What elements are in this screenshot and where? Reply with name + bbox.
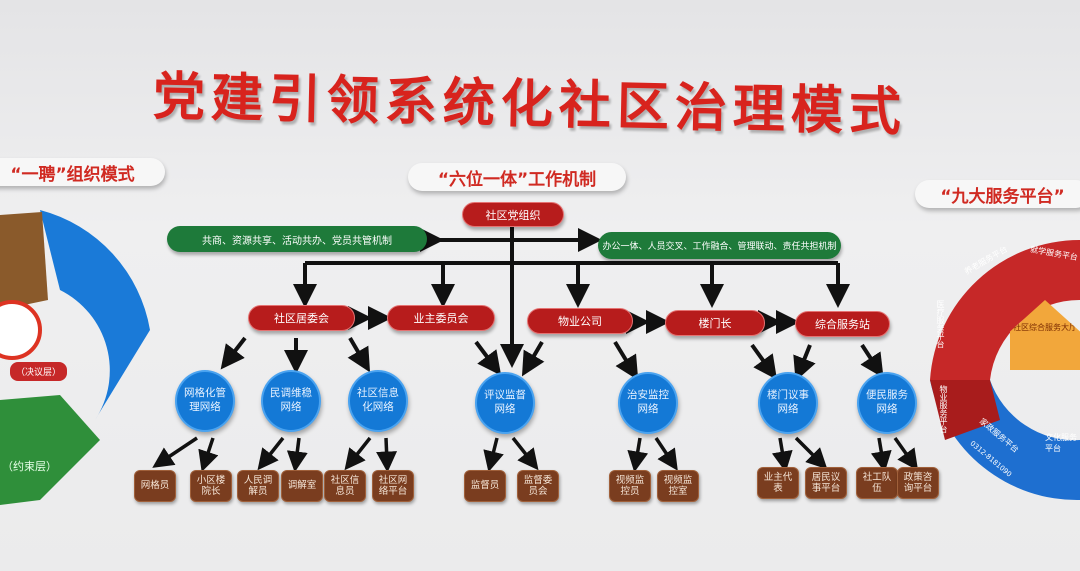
network-node: 便民服务网络 xyxy=(857,372,917,434)
network-node: 社区信息化网络 xyxy=(348,370,408,432)
role-node: 调解室 xyxy=(281,470,323,502)
network-node: 楼门议事网络 xyxy=(758,372,818,434)
role-node: 社区信息员 xyxy=(324,470,366,502)
arrow xyxy=(627,437,649,473)
role-node: 视频监控员 xyxy=(609,470,651,502)
arrow xyxy=(654,437,678,471)
org-node: 综合服务站 xyxy=(795,311,890,337)
arrow xyxy=(870,437,892,473)
org-node: 物业公司 xyxy=(527,308,633,334)
left-panel-label-decision: （决议层） xyxy=(10,362,68,381)
arrow xyxy=(344,436,372,471)
arrow xyxy=(794,436,828,470)
node-party-organization: 社区党组织 xyxy=(462,202,564,227)
role-node: 监督委员会 xyxy=(517,470,559,502)
arrow xyxy=(511,436,539,471)
role-node: 视频监控室 xyxy=(657,470,699,502)
role-node: 政策咨询平台 xyxy=(897,467,939,499)
arrow xyxy=(257,436,285,471)
arrow xyxy=(152,436,198,468)
org-node: 业主委员会 xyxy=(387,305,495,331)
platform-medical: 医疗服务平台 xyxy=(936,300,945,348)
right-wheel-graphic xyxy=(930,239,1080,501)
right-panel-header: “九大服务平台” xyxy=(915,180,1080,208)
role-node: 人民调解员 xyxy=(237,470,279,502)
arrow xyxy=(198,437,219,472)
arrow xyxy=(286,437,308,473)
org-node: 社区居委会 xyxy=(248,305,355,331)
arrow xyxy=(771,437,793,473)
role-node: 业主代表 xyxy=(757,467,799,499)
network-node: 评议监督网络 xyxy=(475,372,535,434)
role-node: 网格员 xyxy=(134,470,176,502)
arrow xyxy=(893,436,919,471)
mechanism-bar-right: 办公一体、人员交叉、工作融合、管理联动、责任共担机制 xyxy=(598,232,841,259)
role-node: 小区楼院长 xyxy=(190,470,232,502)
org-node: 楼门长 xyxy=(665,310,765,336)
network-node: 网格化管理网络 xyxy=(175,370,235,432)
role-node: 社工队伍 xyxy=(856,467,898,499)
network-node: 治安监控网络 xyxy=(618,372,678,434)
role-node: 居民议事平台 xyxy=(805,467,847,499)
arrow xyxy=(376,437,398,473)
arrow xyxy=(483,437,504,473)
role-node: 监督员 xyxy=(464,470,506,502)
center-header: “六位一体”工作机制 xyxy=(408,163,626,191)
mechanism-bar-left: 共商、资源共享、活动共办、党员共管机制 xyxy=(167,226,427,252)
role-node: 社区网络平台 xyxy=(372,470,414,502)
left-panel-label-constraint: （约束层） xyxy=(2,460,57,473)
left-wheel-graphic xyxy=(0,210,150,505)
platform-culture: 文化服务平台 xyxy=(1045,433,1077,453)
network-node: 民调维稳网络 xyxy=(261,370,321,432)
left-panel-header: “一聘”组织模式 xyxy=(0,158,165,186)
platform-property: 物业服务平台 xyxy=(939,385,948,433)
